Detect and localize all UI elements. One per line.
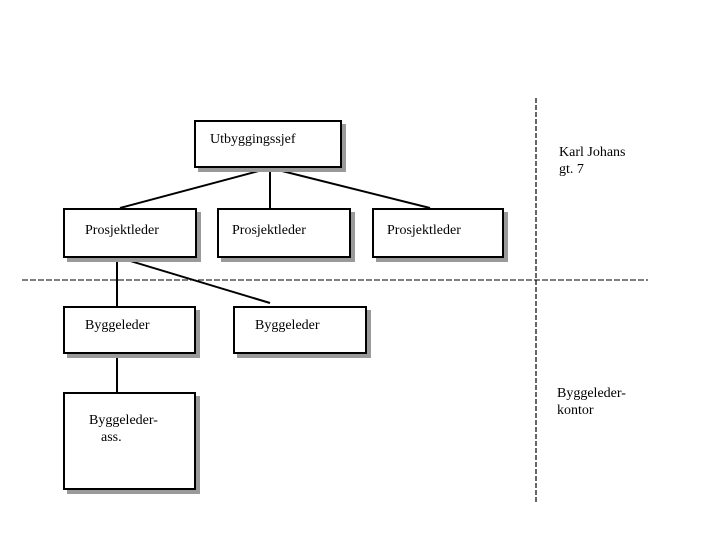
node-prosjektleder-1: Prosjektleder	[63, 208, 197, 258]
node-byggeleder-1-label: Byggeleder	[85, 318, 150, 333]
location-site-office-line2: kontor	[557, 403, 594, 418]
node-prosjektleder-2: Prosjektleder	[217, 208, 351, 258]
node-prosjektleder-3: Prosjektleder	[372, 208, 504, 258]
node-prosjektleder-1-label: Prosjektleder	[85, 223, 159, 238]
node-byggeleder-ass-label-line1: Byggeleder-	[89, 413, 158, 428]
connector-root-pl1	[119, 167, 271, 209]
location-site-office-line1: Byggeleder-	[557, 386, 626, 401]
connector-root-pl3	[269, 167, 431, 209]
node-byggeleder-2-label: Byggeleder	[255, 318, 320, 333]
node-byggeleder-2: Byggeleder	[233, 306, 367, 354]
node-prosjektleder-3-label: Prosjektleder	[387, 223, 461, 238]
node-prosjektleder-2-label: Prosjektleder	[232, 223, 306, 238]
node-byggeleder-ass-label-line2: ass.	[101, 430, 122, 445]
location-head-office-line2: gt. 7	[559, 162, 584, 177]
node-utbyggingssjef: Utbyggingssjef	[194, 120, 342, 168]
node-utbyggingssjef-label: Utbyggingssjef	[210, 132, 296, 147]
node-byggeleder-1: Byggeleder	[63, 306, 196, 354]
node-byggeleder-ass: Byggeleder- ass.	[63, 392, 196, 490]
location-head-office-line1: Karl Johans	[559, 145, 626, 160]
